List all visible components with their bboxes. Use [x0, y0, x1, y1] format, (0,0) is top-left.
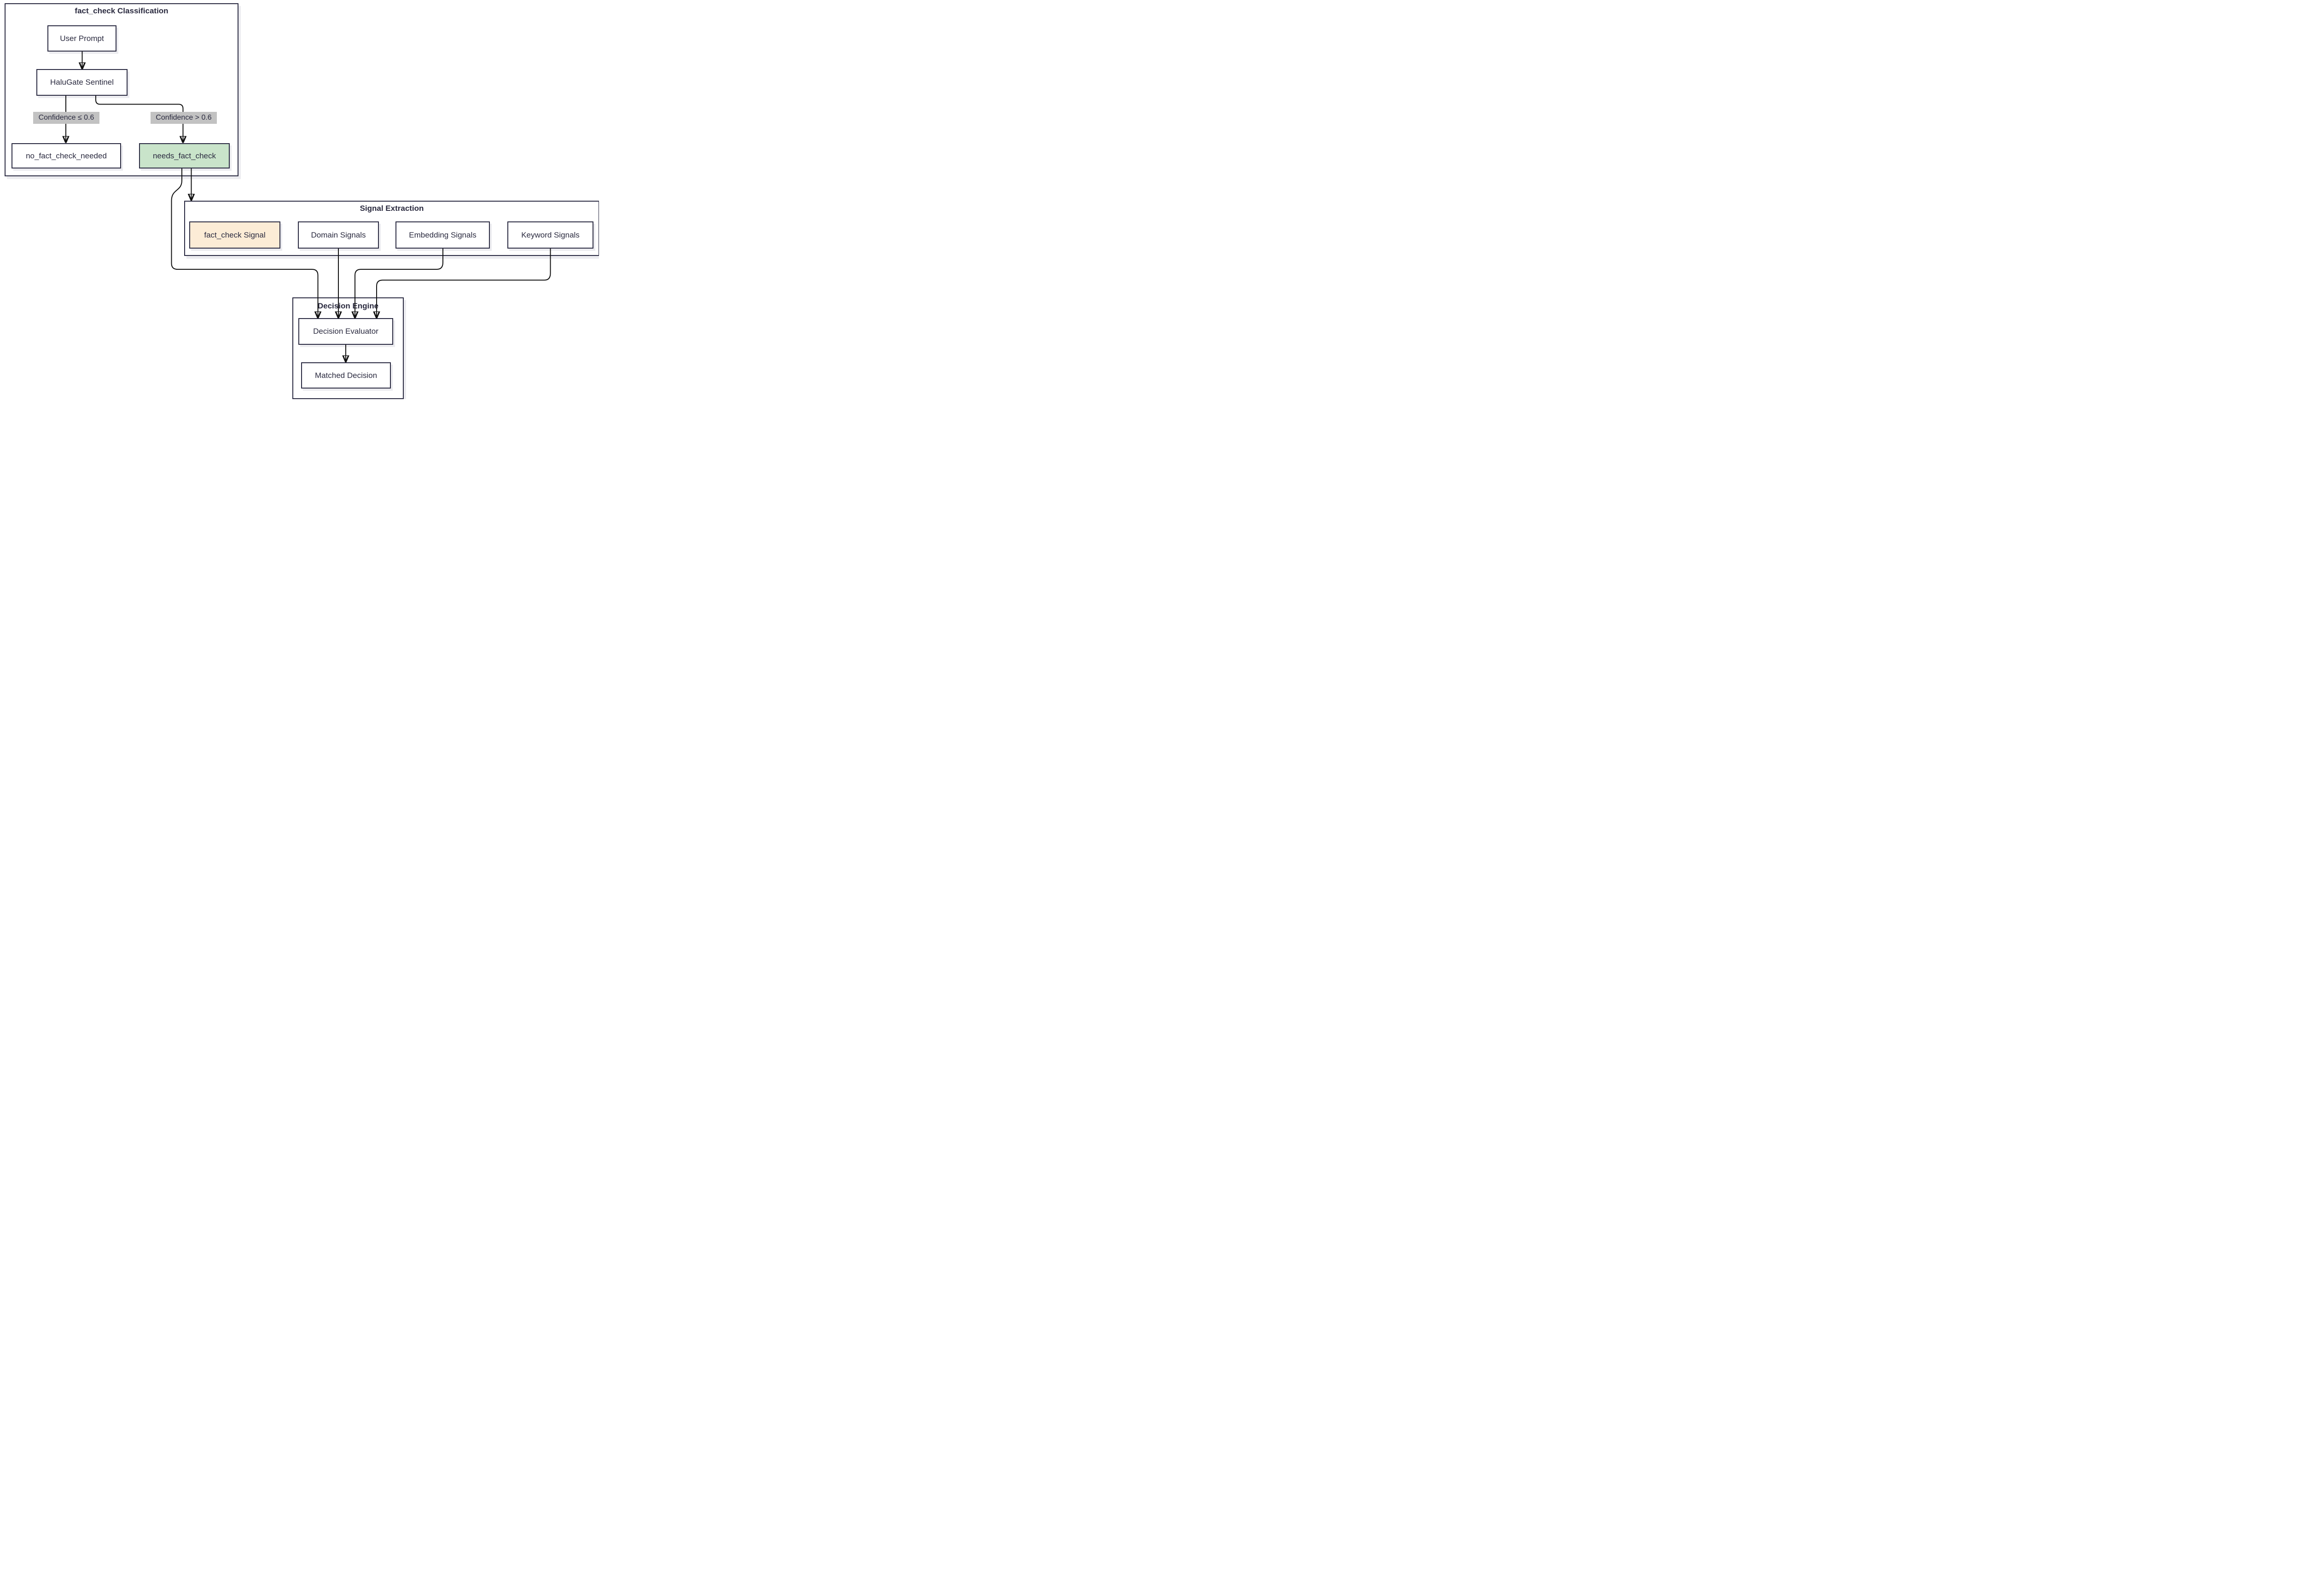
node-no-fact-check-needed: no_fact_check_needed [12, 143, 121, 168]
subgraph-title-classification: fact_check Classification [75, 6, 169, 15]
edge-label-confidence-low: Confidence ≤ 0.6 [33, 112, 99, 124]
node-needs-fact-check: needs_fact_check [139, 143, 230, 168]
edge-label-confidence-high: Confidence > 0.6 [151, 112, 217, 124]
flowchart-canvas: fact_check Classification Signal Extract… [0, 0, 599, 399]
node-fact-check-signal: fact_check Signal [189, 221, 280, 249]
node-halugate-sentinel: HaluGate Sentinel [36, 69, 128, 96]
node-domain-signals: Domain Signals [298, 221, 379, 249]
node-matched-decision: Matched Decision [301, 362, 391, 389]
node-decision-evaluator: Decision Evaluator [298, 318, 393, 345]
node-embedding-signals: Embedding Signals [395, 221, 490, 249]
subgraph-title-decision-engine: Decision Engine [317, 302, 379, 310]
subgraph-fact-check-classification: fact_check Classification [5, 3, 238, 176]
node-keyword-signals: Keyword Signals [507, 221, 593, 249]
node-user-prompt: User Prompt [47, 25, 116, 52]
subgraph-title-signal-extraction: Signal Extraction [360, 204, 424, 213]
